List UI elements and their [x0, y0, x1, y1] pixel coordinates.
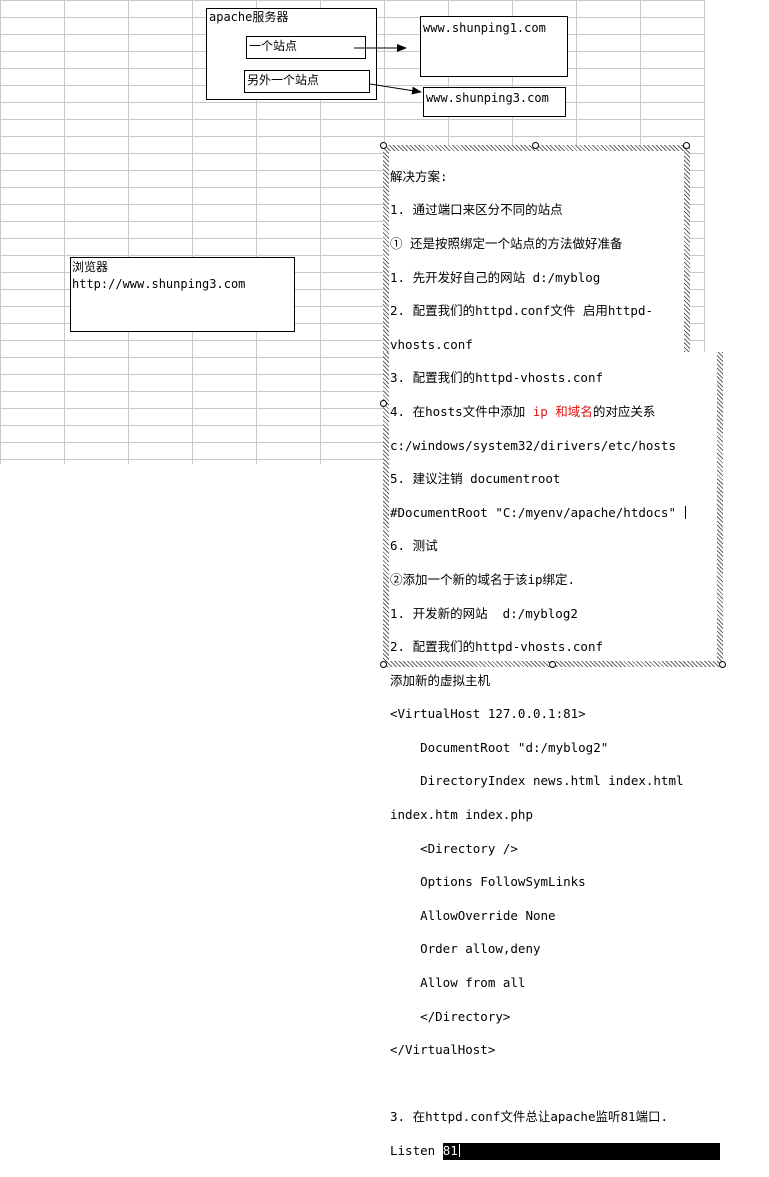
- apache-server-title: apache服务器: [209, 10, 289, 24]
- notes-line: [390, 1076, 720, 1093]
- resize-handle[interactable]: [683, 142, 690, 149]
- notes-line: 1. 通过端口来区分不同的站点: [390, 202, 563, 218]
- resize-handle[interactable]: [549, 661, 556, 668]
- notes-line: AllowOverride None: [390, 907, 556, 923]
- notes-line: DirectoryIndex news.html index.html: [390, 773, 684, 789]
- notes-line: 1. 先开发好自己的网站 d:/myblog: [390, 269, 601, 285]
- notes-line: ②添加一个新的域名于该ip绑定.: [390, 571, 576, 587]
- notes-line: 解决方案:: [390, 168, 448, 184]
- notes-line: <Directory />: [390, 840, 518, 856]
- notes-text[interactable]: 解决方案: 1. 通过端口来区分不同的站点 ① 还是按照绑定一个站点的方法做好准…: [390, 152, 720, 1177]
- notes-line: </Directory>: [390, 1008, 511, 1024]
- notes-line: 添加新的虚拟主机: [390, 672, 491, 688]
- notes-line: ① 还是按照绑定一个站点的方法做好准备: [390, 235, 623, 251]
- notes-line: Order allow,deny: [390, 941, 541, 957]
- resize-handle[interactable]: [532, 142, 539, 149]
- text-cursor-icon: [458, 1144, 460, 1158]
- notes-line: 2. 配置我们的httpd-vhosts.conf: [390, 639, 604, 655]
- notes-line: 3. 在httpd.conf文件总让apache监听81端口.: [390, 1109, 669, 1125]
- resize-handle[interactable]: [719, 661, 726, 668]
- resize-handle[interactable]: [380, 142, 387, 149]
- notes-line: 4. 在hosts文件中添加: [390, 403, 533, 419]
- notes-line: c:/windows/system32/dirivers/etc/hosts: [390, 437, 676, 453]
- notes-line-suffix: 的对应关系: [592, 403, 656, 419]
- resize-handle[interactable]: [380, 661, 387, 668]
- notes-line: 6. 测试: [390, 538, 438, 554]
- highlight-red-text: ip 和域名: [532, 403, 593, 419]
- notes-line-hosts: 4. 在hosts文件中添加 ip 和域名的对应关系: [390, 404, 720, 421]
- arrow-site2-to-url2: [369, 83, 422, 95]
- notes-line: vhosts.conf: [390, 336, 473, 352]
- notes-line: index.htm index.php: [390, 807, 533, 823]
- url2-box[interactable]: [423, 87, 566, 117]
- notes-line: 1. 开发新的网站 d:/myblog2: [390, 605, 578, 621]
- notes-line: 5. 建议注销 documentroot: [390, 471, 561, 487]
- url1-label: www.shunping1.com: [423, 21, 546, 35]
- notes-line: 3. 配置我们的httpd-vhosts.conf: [390, 370, 604, 386]
- notes-line: 2. 配置我们的httpd.conf文件 启用httpd-: [390, 303, 654, 319]
- notes-line: DocumentRoot "d:/myblog2": [390, 739, 609, 755]
- resize-handle[interactable]: [380, 400, 387, 407]
- site1-label: 一个站点: [249, 39, 298, 53]
- site2-box[interactable]: [244, 70, 370, 93]
- site2-label: 另外一个站点: [247, 73, 320, 87]
- notes-line-listen: Listen 81: [390, 1143, 720, 1160]
- notes-line: </VirtualHost>: [390, 1042, 496, 1058]
- text-cursor-icon: [684, 505, 686, 519]
- selected-text[interactable]: 81: [442, 1143, 720, 1160]
- notes-line: Options FollowSymLinks: [390, 874, 586, 890]
- arrows-layer: [354, 44, 422, 95]
- browser-box[interactable]: [70, 257, 295, 332]
- url2-label: www.shunping3.com: [426, 91, 549, 105]
- url1-box[interactable]: [420, 16, 568, 77]
- browser-url: http://www.shunping3.com: [72, 277, 246, 291]
- browser-title: 浏览器: [72, 260, 109, 274]
- notes-line: Allow from all: [390, 975, 526, 991]
- notes-line: #DocumentRoot "C:/myenv/apache/htdocs": [390, 505, 720, 522]
- notes-line: <VirtualHost 127.0.0.1:81>: [390, 706, 586, 722]
